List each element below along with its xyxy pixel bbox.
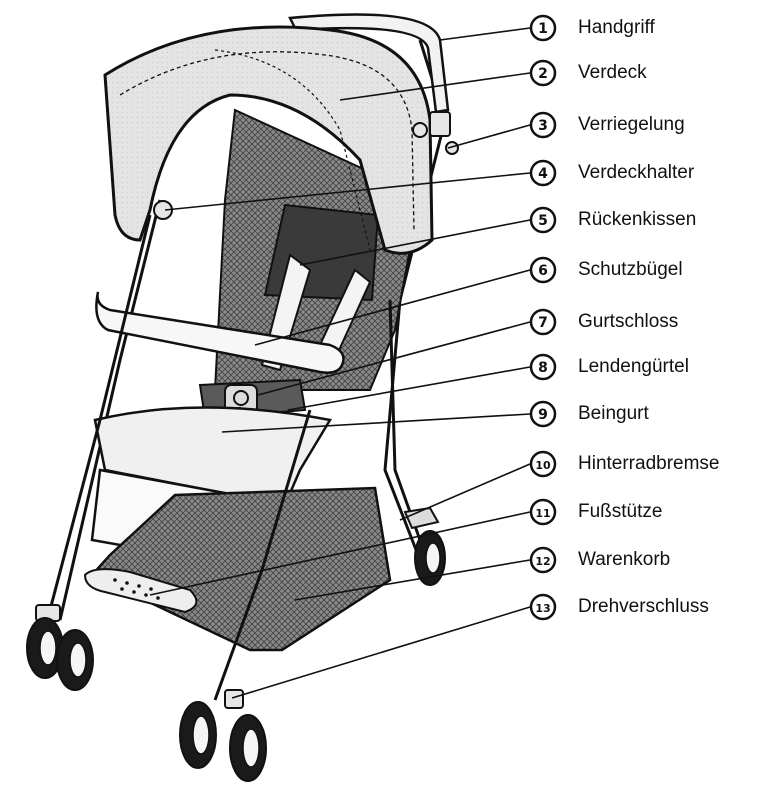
callout-number-7: 7 [538,315,548,331]
label-rueckenkissen: Rückenkissen [578,209,696,231]
label-verdeckhalter: Verdeckhalter [578,162,694,184]
label-warenkorb: Warenkorb [578,549,670,571]
callout-number-1: 1 [538,21,548,37]
callout-number-6: 6 [538,263,548,279]
label-beingurt: Beingurt [578,403,649,425]
label-hinterradbremse: Hinterradbremse [578,453,720,475]
callout-number-5: 5 [538,213,548,229]
label-drehverschluss: Drehverschluss [578,596,709,618]
callout-number-11: 11 [535,507,550,520]
label-lendenguertel: Lendengürtel [578,356,689,378]
callout-number-8: 8 [538,360,548,376]
label-verriegelung: Verriegelung [578,114,685,136]
label-gurtschloss: Gurtschloss [578,311,678,333]
leader-line-3 [448,125,530,148]
label-schutzbuegel: Schutzbügel [578,259,683,281]
leader-line-10 [400,464,530,520]
label-fussstuetze: Fußstütze [578,501,662,523]
callout-number-12: 12 [535,555,550,568]
callout-number-2: 2 [538,66,548,82]
callout-number-10: 10 [535,459,551,472]
callout-number-3: 3 [538,118,548,134]
label-handgriff: Handgriff [578,17,655,39]
leader-line-1 [440,28,530,40]
callout-number-13: 13 [535,602,550,615]
callout-number-4: 4 [538,166,548,182]
callout-number-9: 9 [538,407,548,423]
label-verdeck: Verdeck [578,62,647,84]
